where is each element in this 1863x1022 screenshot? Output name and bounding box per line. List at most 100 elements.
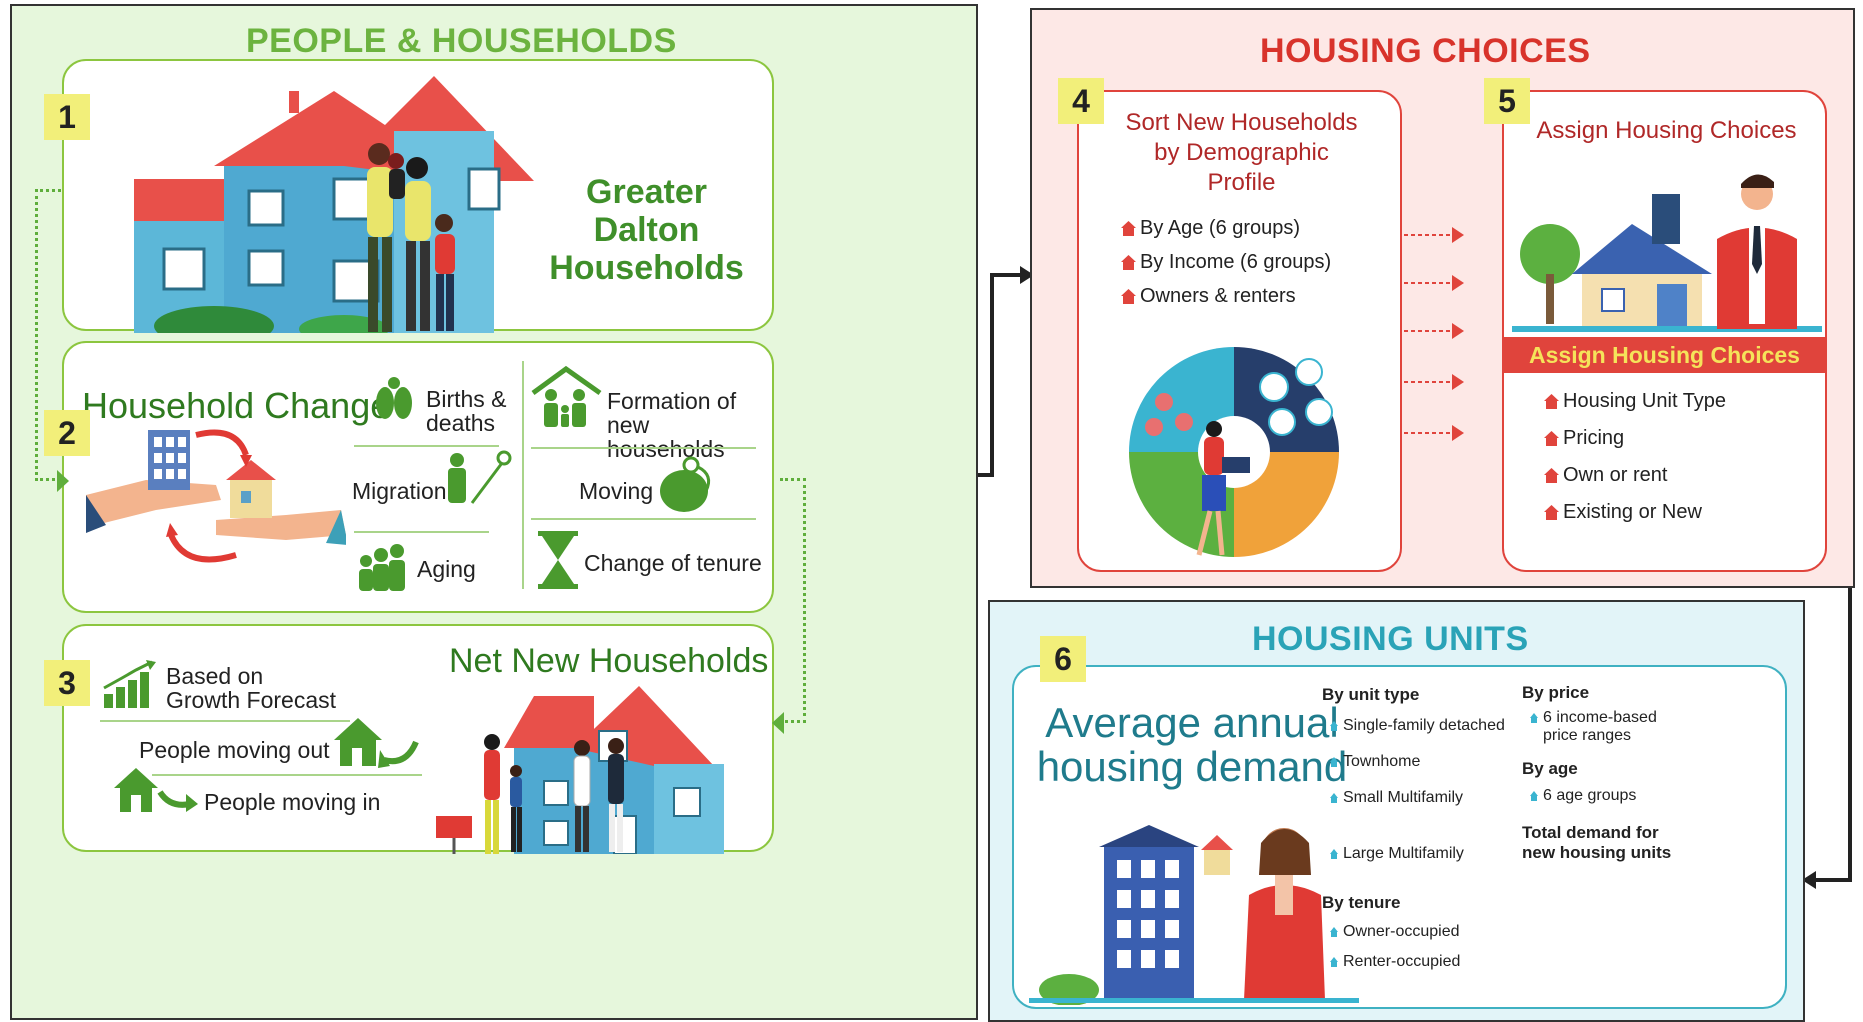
births-icon [369,375,419,425]
list-item: Housing Unit Type [1544,390,1726,413]
divider [354,445,499,447]
sort-criteria-list: By Age (6 groups) By Income (6 groups) O… [1121,217,1331,319]
net-new-house-illustration [436,686,724,854]
list-item: Large Multifamily [1330,845,1522,863]
dotted-loop-right [780,478,806,723]
age-text: 6 age groups [1543,787,1637,804]
step4-badge: 4 [1058,78,1104,124]
unit-type-text: Large Multifamily [1343,845,1464,862]
list-item: By Age (6 groups) [1121,217,1331,240]
assign-item-text: Pricing [1563,427,1625,449]
house-bullet-icon [1330,757,1338,767]
tenure-text: Owner-occupied [1343,923,1460,940]
step3-badge: 3 [44,660,90,706]
assign-item-text: Housing Unit Type [1563,390,1727,412]
people-moving-in-label: People moving in [204,789,381,815]
people-households-panel: PEOPLE & HOUSEHOLDS [10,4,978,1020]
house-bullet-icon [1544,394,1559,409]
total-demand-line1: Total demand for [1522,823,1659,842]
by-tenure-heading: By tenure [1322,893,1401,912]
step5-badge: 5 [1484,78,1530,124]
moving-in-house-icon [112,766,198,814]
house-bullet-icon [1530,713,1538,723]
step2-badge: 2 [44,410,90,456]
step4-card: Sort New Households by Demographic Profi… [1077,90,1402,572]
divider [100,720,350,722]
births-deaths-label: Births & deaths [426,387,507,435]
list-item: Owners & renters [1121,285,1331,308]
moving-bag-icon [656,455,716,513]
flow-arrow-to-units [1802,588,1852,889]
list-item: 6 income-based price ranges [1530,709,1697,745]
by-unit-type-section: By unit type Single-family detached Town… [1322,685,1522,971]
aging-label: Aging [417,556,476,582]
list-item: Single-family detached [1330,717,1522,735]
people-panel-title: PEOPLE & HOUSEHOLDS [246,22,677,60]
house-bullet-icon [1330,849,1338,859]
average-demand-heading: Average annual housing demand [1032,701,1352,789]
flow-arrow-to-choices [978,266,1034,477]
housing-units-panel: HOUSING UNITS Average annual housing dem… [988,600,1805,1022]
list-item: Owner-occupied [1330,923,1522,941]
price-text-line1: 6 income-based [1543,709,1657,726]
migration-icon [442,448,512,518]
total-demand-line2: new housing units [1522,843,1672,862]
step1-heading: Greater Dalton Households [544,173,749,287]
sort-to-assign-arrows [1404,227,1464,441]
price-text-line2: price ranges [1543,727,1632,744]
aging-icon [354,543,409,593]
house-bullet-icon [1121,221,1136,236]
list-item: Own or rent [1544,464,1726,487]
moving-label: Moving [579,478,654,504]
migration-label: Migration [352,478,447,504]
house-bullet-icon [1330,957,1338,967]
assign-item-text: Own or rent [1563,464,1668,486]
unit-type-text: Small Multifamily [1343,789,1464,806]
divider [531,447,756,449]
net-new-households-title: Net New Households [449,642,769,680]
list-item: 6 age groups [1530,787,1697,805]
housing-units-title: HOUSING UNITS [1252,620,1529,658]
growth-forecast-line2: Growth Forecast [166,687,336,713]
arrowhead-icon [772,712,784,734]
assign-choices-list: Housing Unit Type Pricing Own or rent Ex… [1544,390,1726,535]
average-demand-line2: housing demand [1036,743,1348,790]
demographic-pie-illustration [1129,347,1339,557]
house-bullet-icon [1121,289,1136,304]
sort-criteria-text: Owners & renters [1140,285,1296,307]
growth-chart-icon [102,660,158,710]
tenure-text: Renter-occupied [1343,953,1461,970]
step1-card: Greater Dalton Households [62,59,774,333]
step5-card: Assign Housing Choices Assign Housing Ch… [1502,90,1827,572]
family-house-illustration [134,76,534,333]
divider [152,774,422,776]
sort-criteria-text: By Income (6 groups) [1140,251,1332,273]
list-item: Townhome [1330,753,1522,771]
sort-heading-line1: Sort New Households [1125,109,1358,136]
average-demand-line1: Average annual [1045,699,1339,746]
divider [522,361,524,589]
hands-exchange-house-illustration [86,429,346,563]
list-item: Pricing [1544,427,1726,450]
house-bullet-icon [1330,927,1338,937]
assign-choices-banner: Assign Housing Choices [1504,337,1825,373]
dotted-loop-left [35,189,61,481]
house-bullet-icon [1330,721,1338,731]
list-item: By Income (6 groups) [1121,251,1331,274]
list-item: Renter-occupied [1330,953,1522,971]
people-moving-out-label: People moving out [139,737,330,763]
change-of-tenure-label: Change of tenure [584,550,762,576]
formation-line2: new households [607,412,725,462]
divider [531,518,756,520]
step1-heading-line3: Households [549,249,744,287]
arrowhead-icon [57,470,69,492]
list-item: Existing or New [1544,501,1726,524]
growth-forecast-label: Based on Growth Forecast [166,664,336,712]
sort-households-heading: Sort New Households by Demographic Profi… [1089,108,1394,198]
housing-choices-title: HOUSING CHOICES [1260,32,1591,70]
sort-heading-line3: Profile [1207,169,1276,196]
household-change-title: Household Change [82,385,391,426]
births-deaths-line1: Births & [426,386,507,412]
house-bullet-icon [1330,793,1338,803]
births-deaths-line2: deaths [426,410,496,436]
